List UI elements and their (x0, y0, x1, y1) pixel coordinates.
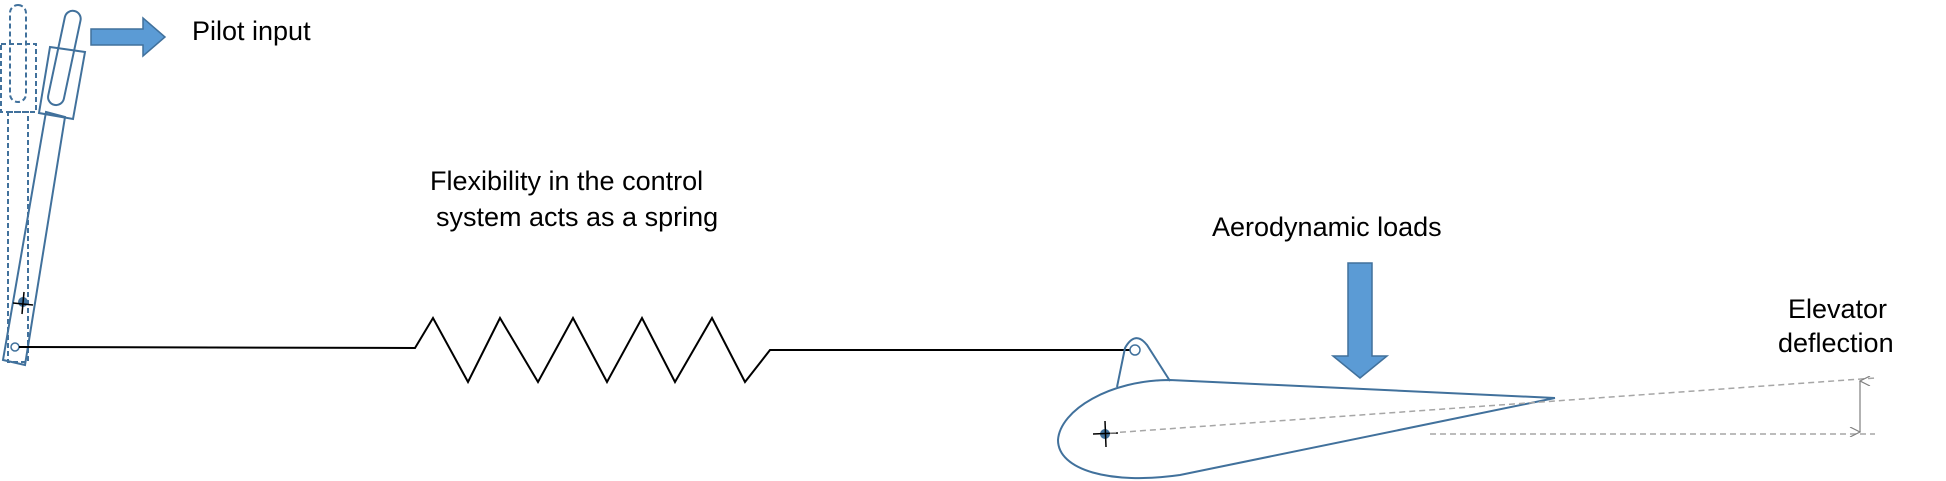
control-cable-spring (18, 315, 1131, 385)
control-stick-neutral (0, 4, 37, 363)
elevator-label-line2: deflection (1778, 328, 1894, 358)
aero-loads-label: Aerodynamic loads (1212, 212, 1442, 242)
deflected-chord-line (1109, 377, 1876, 434)
spring-label-line2: system acts as a spring (436, 202, 718, 232)
pilot-input-label: Pilot input (192, 16, 311, 46)
spring-label-line1: Flexibility in the control (430, 166, 703, 196)
aero-load-arrow-icon (1330, 262, 1390, 379)
elevator-label-line1: Elevator (1788, 294, 1887, 324)
control-stick-deflected (1, 9, 87, 367)
stick-cable-attach (10, 342, 20, 352)
elevator (1056, 337, 1556, 480)
pilot-input-arrow-icon (90, 16, 167, 58)
